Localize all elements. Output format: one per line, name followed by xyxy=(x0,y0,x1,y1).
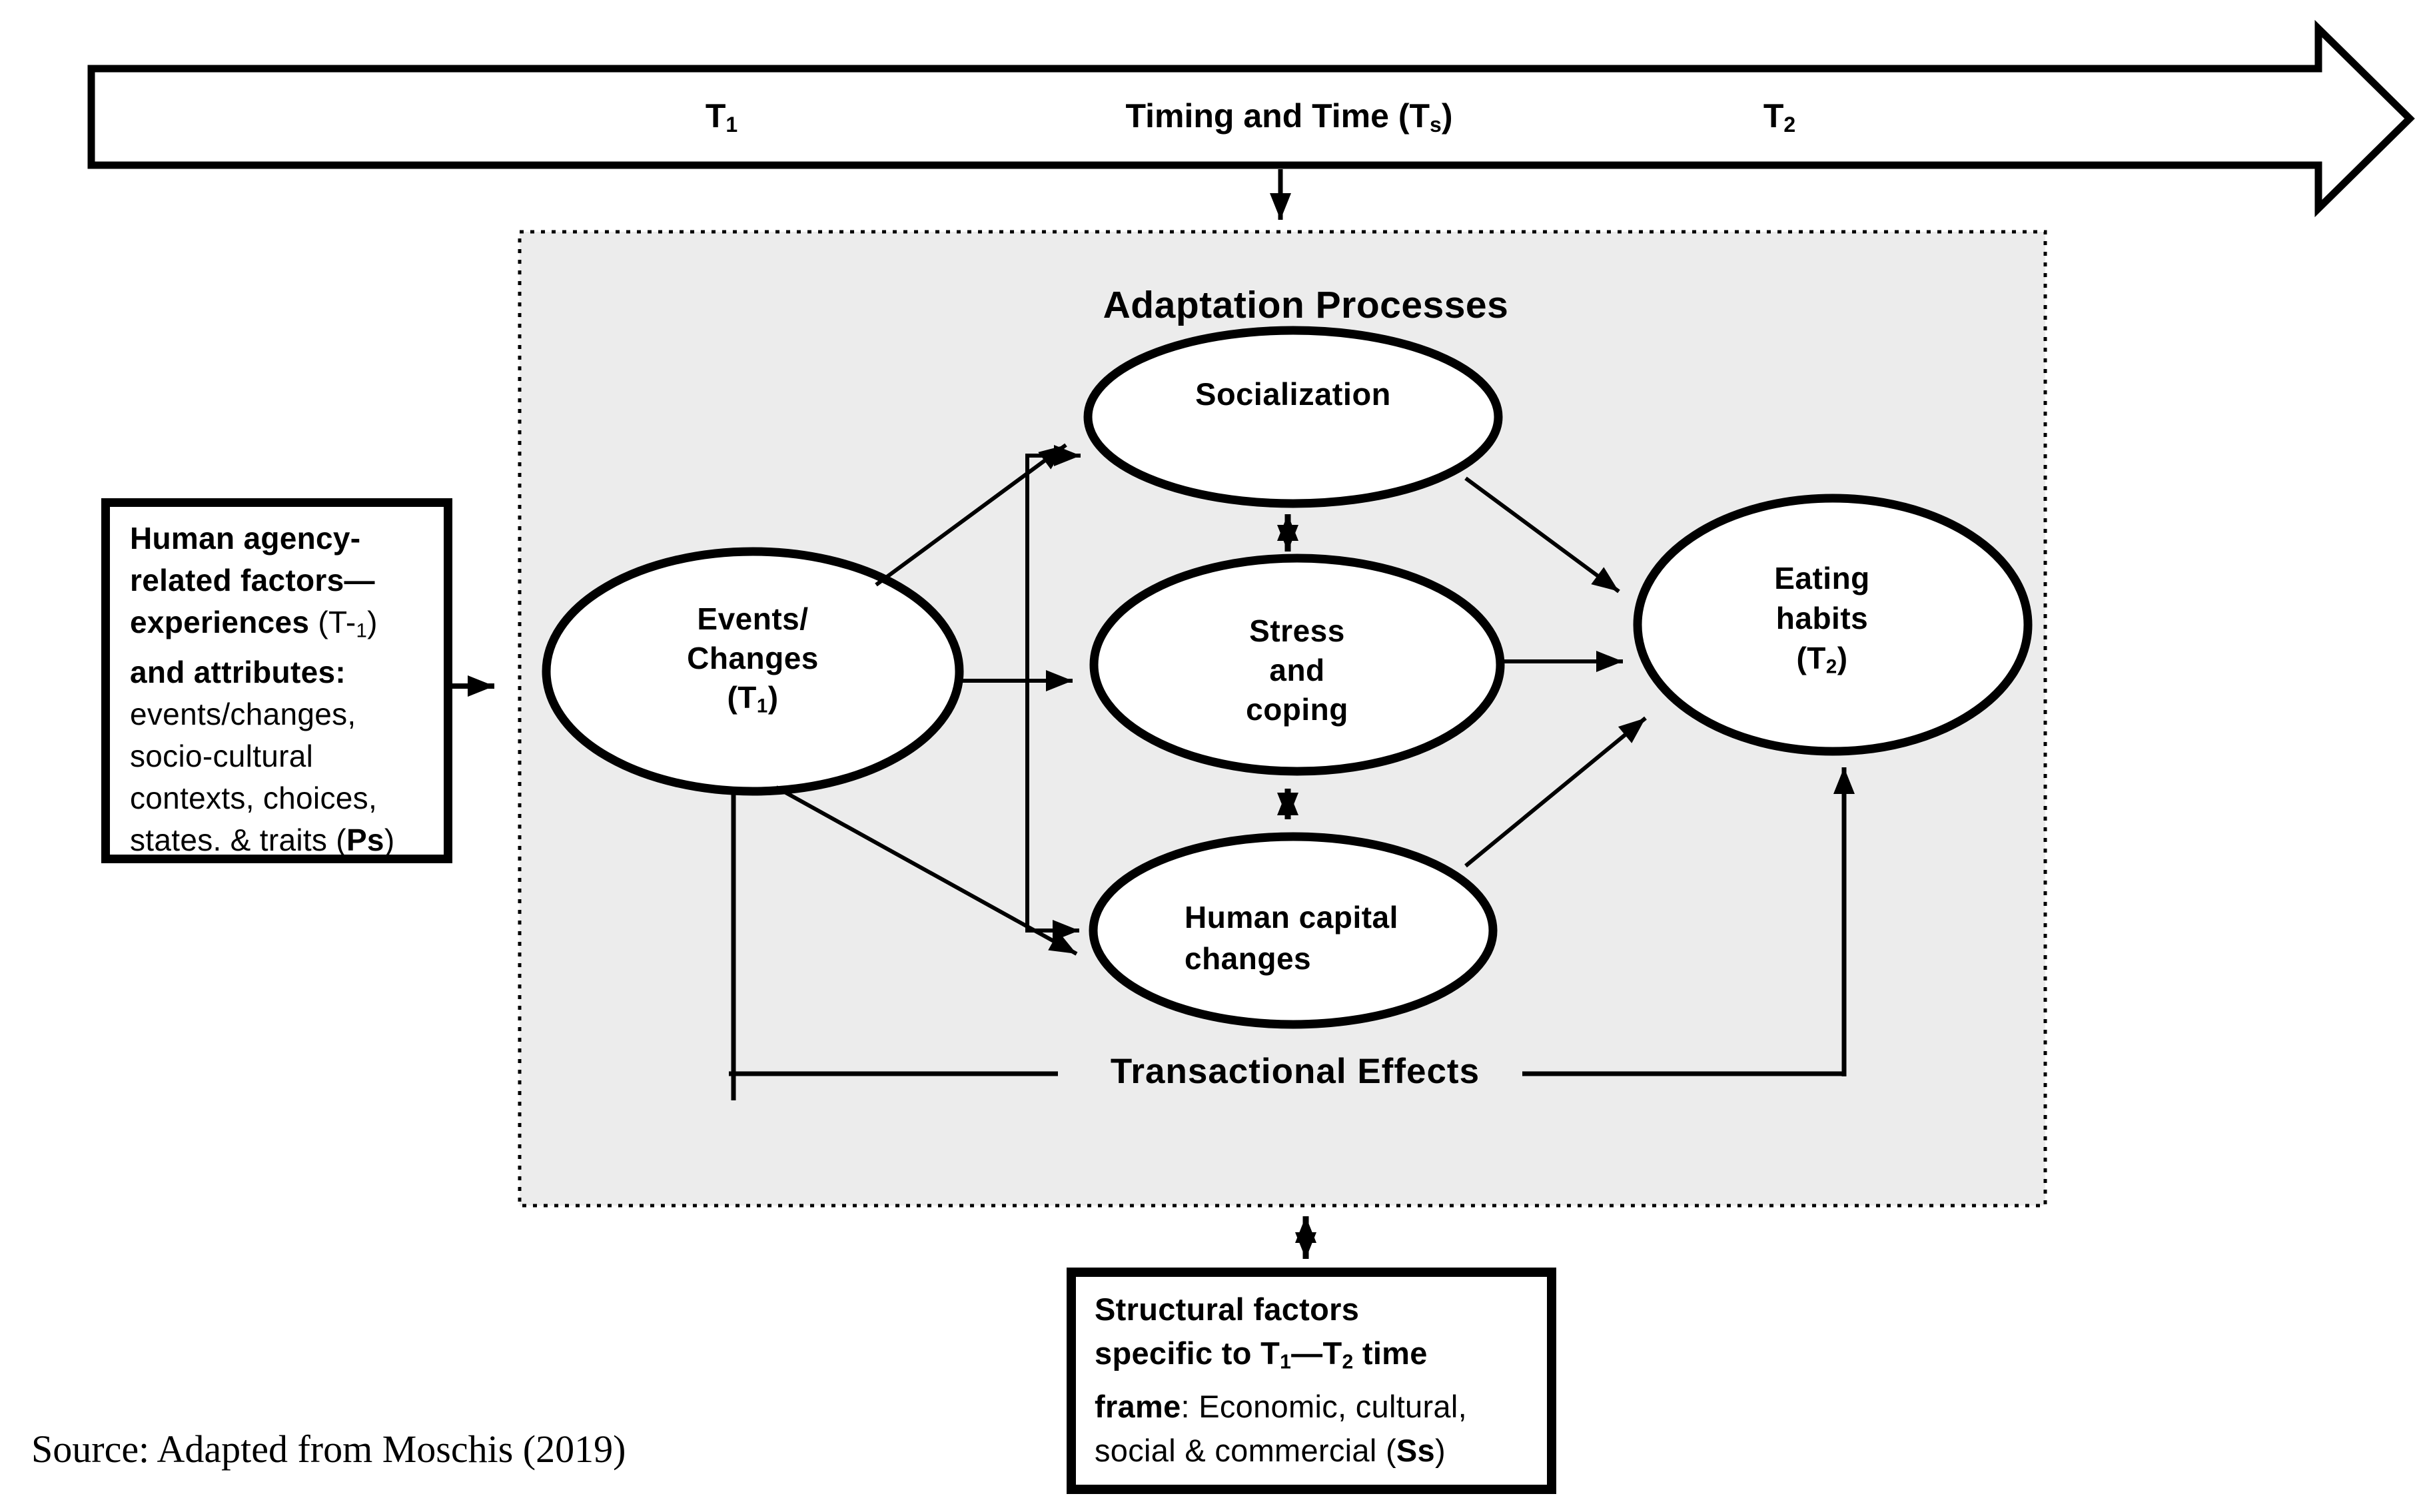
human-capital-label: Human capital changes xyxy=(1185,897,1398,979)
timeline-t2-sub: 2 xyxy=(1783,113,1796,137)
agency-line8-close: ) xyxy=(384,823,395,858)
timeline-t1-base: T xyxy=(705,97,726,135)
structural-line3: frame: Economic, cultural, xyxy=(1095,1385,1542,1429)
events-line3-sub: 1 xyxy=(756,695,768,717)
eating-habits-label: Eating habits (T2) xyxy=(1622,558,2022,687)
agency-line1: Human agency- xyxy=(130,521,361,556)
stress-coping-label: Stress and coping xyxy=(1093,611,1502,729)
timeline-title-sub: s xyxy=(1430,113,1442,137)
eating-habits-node xyxy=(1633,494,2033,756)
events-line2: Changes xyxy=(687,641,819,675)
eating-line3-close: ) xyxy=(1837,641,1848,675)
events-line1: Events/ xyxy=(697,601,809,636)
eating-line1: Eating xyxy=(1774,561,1870,595)
structural-line2-b: T xyxy=(1322,1335,1342,1371)
events-line3-close: ) xyxy=(767,680,779,715)
structural-line4: social & commercial (Ss) xyxy=(1095,1429,1542,1473)
agency-line2: related factors— xyxy=(130,563,375,597)
events-to-human-capital-arrow xyxy=(775,785,1078,956)
eating-line3-open: (T xyxy=(1796,641,1826,675)
timeline-title-base: Timing and Time (T xyxy=(1125,97,1430,135)
human-agency-box: Human agency- related factors— experienc… xyxy=(101,498,452,863)
agency-line7: contexts, choices, xyxy=(130,781,378,816)
structural-line1: Structural factors xyxy=(1095,1292,1360,1327)
structural-line4-reg: social & commercial ( xyxy=(1095,1432,1396,1468)
agency-line6: socio-cultural xyxy=(130,739,314,774)
eating-line3: (T2) xyxy=(1622,638,2022,687)
agency-line8: states. & traits (Ps) xyxy=(130,819,437,861)
structural-line2-a: specific to T xyxy=(1095,1335,1280,1371)
human-capital-line1: Human capital xyxy=(1185,900,1398,935)
adaptation-processes-title: Adaptation Processes xyxy=(1103,284,1509,326)
socialization-to-eating-arrow xyxy=(1464,476,1620,593)
structural-factors-box: Structural factors specific to T1—T2 tim… xyxy=(1067,1268,1556,1494)
events-to-human-capital-elbow-arrow xyxy=(1025,681,1079,941)
source-note: Source: Adapted from Moschis (2019) xyxy=(31,1427,626,1471)
agency-line4: and attributes: xyxy=(130,655,346,690)
eating-line3-sub: 2 xyxy=(1825,655,1837,678)
stress-line2: and xyxy=(1269,653,1325,687)
timeline-arrow xyxy=(87,19,2415,218)
events-line3-open: (T xyxy=(727,680,757,715)
structural-line4-close: ) xyxy=(1435,1432,1446,1468)
structural-line2-dash: — xyxy=(1291,1335,1323,1371)
socialization-node xyxy=(1083,326,1503,508)
events-line3: (T1) xyxy=(546,678,959,725)
events-changes-node xyxy=(542,547,964,796)
human-capital-node xyxy=(1089,832,1498,1029)
structural-line2: specific to T1—T2 time xyxy=(1095,1331,1542,1385)
agency-line3-open: (T- xyxy=(318,605,356,639)
agency-line5: events/changes, xyxy=(130,697,356,732)
transactional-effects-label: Transactional Effects xyxy=(1110,1052,1480,1091)
human-capital-line2: changes xyxy=(1185,941,1312,976)
timeline-t1-sub: 1 xyxy=(726,113,738,137)
structural-line4-bold: Ss xyxy=(1396,1432,1435,1468)
structural-line2-c: time xyxy=(1353,1335,1428,1371)
socialization-label: Socialization xyxy=(1195,376,1391,412)
agency-line3: experiences (T-1) xyxy=(130,601,437,651)
human-capital-to-eating-arrow xyxy=(1464,716,1647,868)
structural-line3-bold: frame xyxy=(1095,1388,1181,1424)
events-to-socialization-arrow xyxy=(875,443,1067,587)
agency-line3-close: ) xyxy=(367,605,378,639)
agency-line3-sub: 1 xyxy=(356,619,368,642)
agency-line3-bold: experiences xyxy=(130,605,318,639)
eating-line2: habits xyxy=(1775,601,1869,635)
structural-line2-sub2: 2 xyxy=(1342,1351,1354,1373)
timeline-t2-label: T2 xyxy=(1726,97,1833,137)
events-changes-label: Events/ Changes (T1) xyxy=(546,599,959,725)
timeline-t2-base: T xyxy=(1763,97,1784,135)
structural-line3-reg: : Economic, cultural, xyxy=(1181,1388,1467,1424)
stress-coping-node xyxy=(1089,554,1505,776)
timeline-t1-label: T1 xyxy=(668,97,775,137)
stress-line3: coping xyxy=(1246,692,1348,727)
structural-line2-sub1: 1 xyxy=(1280,1351,1292,1373)
timeline-title-close: ) xyxy=(1441,97,1453,135)
timeline-title: Timing and Time (Ts) xyxy=(1023,97,1556,137)
agency-line8-bold: Ps xyxy=(346,823,384,858)
agency-line8-reg: states. & traits ( xyxy=(130,823,346,858)
stress-line1: Stress xyxy=(1249,613,1345,648)
